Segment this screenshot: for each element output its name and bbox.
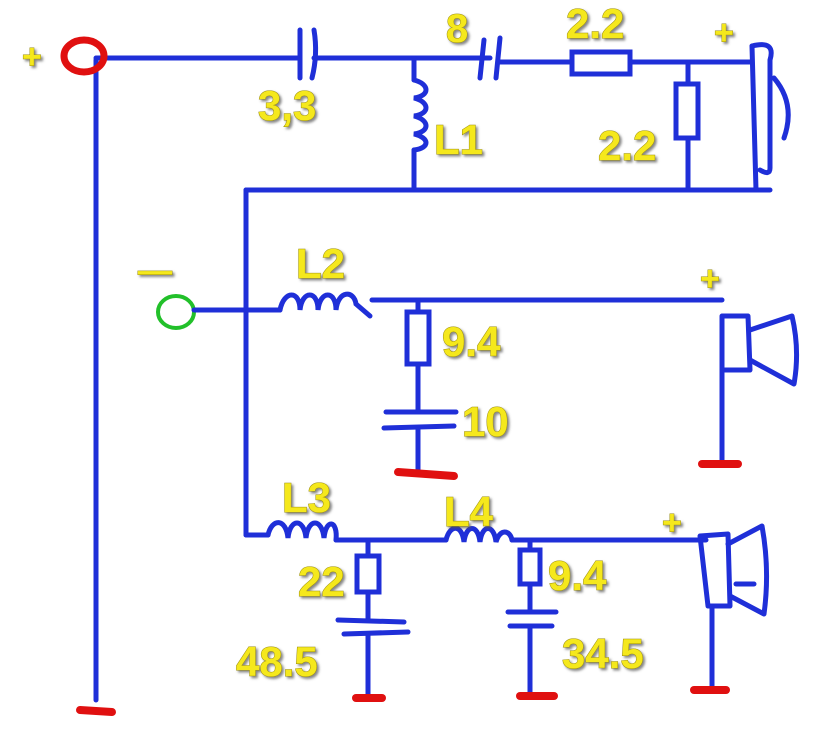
positive-terminal xyxy=(60,36,108,76)
resistor-woofer-1-label: 22 xyxy=(298,558,345,605)
capacitor-woofer-1-plate-b xyxy=(341,629,411,637)
resistor-woofer-2 xyxy=(517,547,543,587)
capacitor-woofer-1-label: 48.5 xyxy=(236,638,318,685)
resistor-shunt-tweeter-label: 2.2 xyxy=(598,122,656,169)
woofer-speaker-magnet xyxy=(697,531,733,609)
negative-terminal xyxy=(156,294,196,330)
inductor-l2 xyxy=(277,291,373,319)
capacitor-c1-plate-b xyxy=(309,27,319,81)
resistor-woofer-1 xyxy=(354,553,382,595)
resistor-midrange-label: 9.4 xyxy=(442,318,501,365)
inductor-l4 xyxy=(443,525,515,543)
inductor-l3-label: L3 xyxy=(282,474,331,521)
inductor-l1-label: L1 xyxy=(434,116,483,163)
inductor-l1 xyxy=(411,77,429,153)
capacitor-woofer-2-label: 34.5 xyxy=(562,630,644,677)
capacitor-c2-label: 8 xyxy=(446,7,468,51)
inductor-l2-label: L2 xyxy=(296,240,345,287)
capacitor-c2-plate-b xyxy=(493,35,503,81)
resistor-series-tweeter xyxy=(569,49,633,77)
capacitor-c1-label: 3,3 xyxy=(258,82,316,129)
negative-terminal-sign: — xyxy=(138,252,172,290)
capacitor-midrange-label: 10 xyxy=(462,398,509,445)
resistor-series-tweeter-label: 2.2 xyxy=(566,0,624,47)
midrange-speaker-magnet xyxy=(719,313,753,373)
resistor-shunt-tweeter xyxy=(673,81,701,141)
midrange-shunt-ground xyxy=(394,468,458,480)
capacitor-c2-plate-a xyxy=(477,37,487,81)
resistor-midrange xyxy=(404,309,432,367)
inductor-l4-label: L4 xyxy=(444,488,494,535)
positive-terminal-sign: + xyxy=(22,38,42,76)
capacitor-woofer-1-plate-a xyxy=(335,617,407,625)
woofer-plus-sign: + xyxy=(662,504,682,542)
positive-rail-ground-mark xyxy=(76,706,116,716)
midrange-speaker-cone xyxy=(747,313,800,387)
tweeter-speaker-body xyxy=(749,42,774,176)
tweeter-speaker-front xyxy=(749,43,759,193)
tweeter-plus-sign: + xyxy=(714,14,734,52)
woofer-speaker-cone xyxy=(725,523,770,617)
inductor-l3 xyxy=(265,520,339,543)
tweeter-speaker-dome xyxy=(771,75,791,141)
midrange-plus-sign: + xyxy=(700,260,720,298)
resistor-woofer-2-label: 9.4 xyxy=(548,552,607,599)
